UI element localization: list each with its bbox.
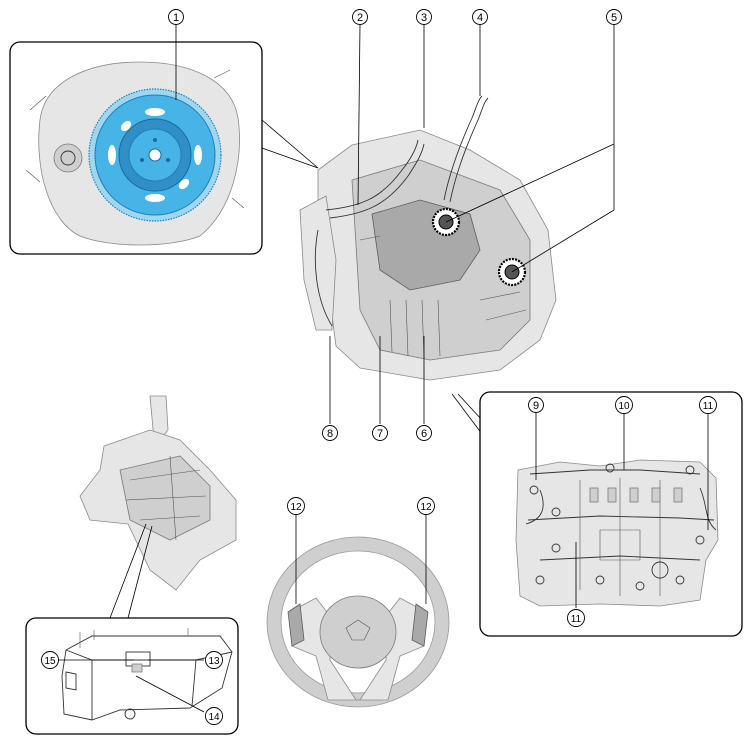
callout-3: 3 [416, 9, 432, 25]
callout-13-label: 13 [208, 656, 220, 667]
callout-12-right: 12 [417, 497, 435, 515]
callout-11-lower-label: 11 [571, 614, 582, 625]
callout-5-label: 5 [611, 12, 617, 24]
steering-wheel [266, 536, 450, 708]
callout-14: 14 [205, 707, 223, 725]
callout-9: 9 [528, 397, 544, 413]
callout-2: 2 [352, 9, 368, 25]
callout-13: 13 [205, 651, 223, 669]
callout-11-upper: 11 [699, 396, 717, 414]
callout-7-label: 7 [377, 428, 383, 440]
callout-4-label: 4 [477, 12, 483, 24]
control-valve-body [515, 459, 719, 607]
selector-lever-assembly [79, 395, 237, 591]
callout-12-right-label: 12 [420, 502, 432, 513]
callout-11-upper-label: 11 [703, 401, 714, 412]
switch-inset [25, 523, 239, 735]
control-valve-inset [451, 391, 743, 637]
paddle-shifter-right [411, 603, 429, 647]
leader-lines [58, 23, 709, 713]
callout-2-label: 2 [357, 12, 363, 24]
callout-1: 1 [168, 9, 184, 25]
callout-15-label: 15 [44, 656, 56, 667]
callout-15: 15 [41, 651, 59, 669]
callout-1-label: 1 [173, 12, 179, 24]
callout-14-label: 14 [208, 712, 220, 723]
callout-6: 6 [416, 425, 432, 441]
callout-5: 5 [606, 9, 622, 25]
callout-7: 7 [372, 425, 388, 441]
callout-6-label: 6 [421, 428, 427, 440]
flexplate [88, 88, 222, 222]
callout-12-left: 12 [287, 497, 305, 515]
callout-10-label: 10 [618, 401, 630, 412]
callout-12-left-label: 12 [290, 502, 302, 513]
transaxle-assembly [299, 95, 557, 381]
callout-9-label: 9 [533, 400, 539, 412]
flexplate-inset [9, 41, 319, 255]
callout-10: 10 [615, 396, 633, 414]
callout-11-lower: 11 [567, 609, 585, 627]
callout-8-label: 8 [327, 428, 333, 440]
paddle-shifter-left [287, 603, 305, 647]
callout-3-label: 3 [421, 12, 427, 24]
callout-4: 4 [472, 9, 488, 25]
callout-8: 8 [322, 425, 338, 441]
solenoid-row [589, 487, 683, 503]
